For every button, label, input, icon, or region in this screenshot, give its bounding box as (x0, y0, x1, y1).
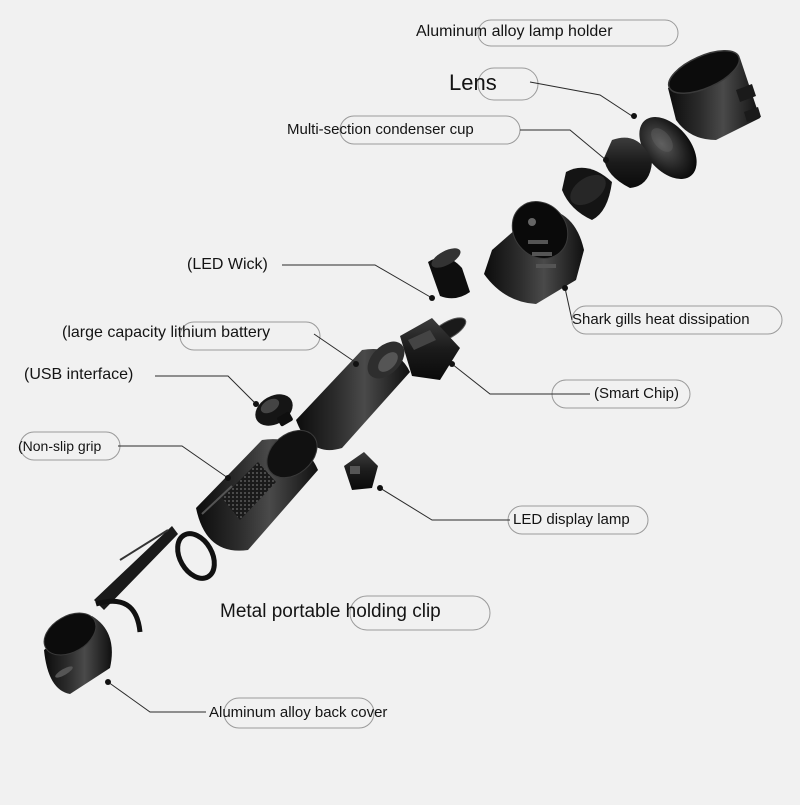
usb-interface-part (255, 394, 293, 427)
led-wick-leader-dot (429, 295, 435, 301)
shark-gills-leader-dot (562, 285, 568, 291)
o-ring-part (175, 531, 217, 581)
battery-leader (313, 333, 356, 363)
grip-leader-dot (225, 475, 231, 481)
led-wick-label: (LED Wick) (187, 256, 268, 273)
smart-chip-label: (Smart Chip) (594, 385, 680, 402)
battery-label: (large capacity lithium battery (62, 324, 271, 341)
led-display-part (344, 452, 378, 490)
led-display-label: LED display lamp (513, 511, 630, 528)
clip-pill (349, 595, 491, 631)
battery-pill (179, 321, 321, 351)
lens-part (639, 117, 697, 179)
led-wick-leader (282, 264, 433, 299)
smart-chip-leader (451, 363, 590, 395)
heat-sink-part (484, 201, 584, 304)
lens-label: Lens (449, 70, 497, 95)
back-cover-leader (107, 681, 206, 713)
smart-chip-leader-dot (449, 361, 455, 367)
usb-leader (155, 375, 257, 405)
metal-clip-part (94, 526, 178, 633)
lens-leader-dot (631, 113, 637, 119)
usb-interface-label: (USB interface) (24, 366, 134, 383)
led-display-leader-dot (377, 485, 383, 491)
condenser-cup-label: Multi-section condenser cup (287, 121, 474, 138)
grip-label: (Non-slip grip (18, 438, 102, 454)
back-cover-part (43, 612, 112, 694)
battery-leader-dot (353, 361, 359, 367)
lens-pill (477, 67, 539, 101)
lamp-holder-label: Aluminum alloy lamp holder (416, 23, 613, 40)
back-cover-leader-dot (105, 679, 111, 685)
back-cover-label: Aluminum alloy back cover (209, 704, 388, 721)
lamp-holder-part (667, 49, 761, 140)
shark-gills-leader (564, 287, 573, 321)
grip-leader (118, 445, 229, 479)
usb-leader-dot (253, 401, 259, 407)
shark-gills-label: Shark gills heat dissipation (572, 311, 750, 328)
clip-label: Metal portable holding clip (220, 601, 441, 622)
smart-chip-part (400, 318, 460, 380)
led-display-leader (379, 487, 510, 521)
condenser-leader (520, 129, 607, 161)
condenser-leader-dot (603, 157, 609, 163)
lens-leader (529, 81, 633, 117)
lamp-holder-pill (477, 19, 679, 47)
back-cover-pill (223, 697, 375, 729)
grip-barrel-part (196, 429, 318, 551)
condenser-cup-part (562, 137, 652, 220)
battery-part (296, 341, 410, 451)
